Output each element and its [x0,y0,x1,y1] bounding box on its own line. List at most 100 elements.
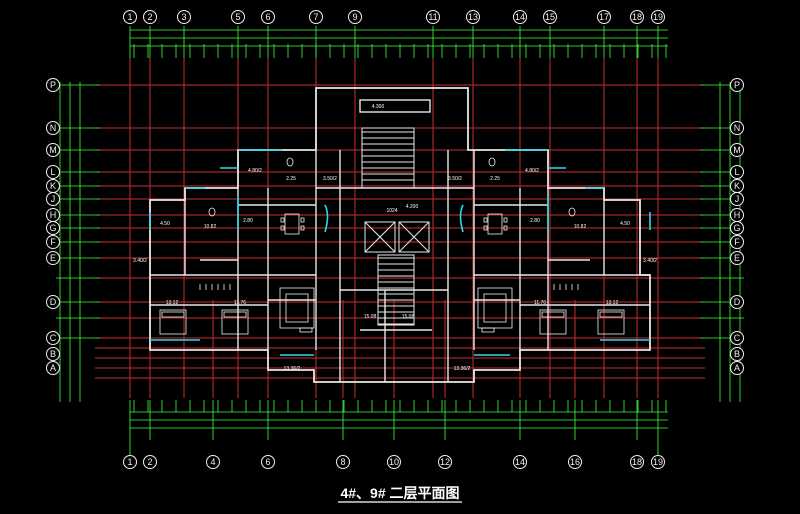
axis-bubble-right: A [730,361,744,375]
axis-bubble-circle [46,295,60,309]
room-label: 13.36/2 [284,366,301,372]
lower-stair [377,254,415,326]
axis-bubble-circle [143,455,157,469]
axis-bubble-left: E [46,251,60,265]
axis-bubble-label: 11 [428,12,437,22]
chair [503,225,508,231]
axis-bubble-left: L [46,165,60,179]
axis-bubble-circle [730,78,744,92]
axis-bubble-top: 2 [143,10,157,24]
axis-bubble-left: H [46,208,60,222]
axis-bubble-bottom: 6 [261,455,275,469]
axis-bubble-label: A [50,363,56,373]
axis-bubble-circle [46,192,60,206]
axis-bubble-circle [651,455,665,469]
axis-bubble-bottom: 16 [568,455,582,469]
axis-bubble-label: K [734,181,740,191]
windows [149,149,651,356]
axis-bubble-label: E [50,253,56,263]
axis-bubble-label: H [734,210,741,220]
axis-bubble-circle [730,165,744,179]
axis-bubble-circle [387,455,401,469]
chair [280,217,285,223]
axis-bubble-label: 8 [340,457,345,467]
bed [221,309,249,335]
axis-bubble-label: 13 [468,12,478,22]
bed [539,309,567,335]
rug [477,287,513,329]
axis-bubble-circle [730,235,744,249]
window-bay-left [324,204,329,233]
axis-bubble-bottom: 18 [630,455,644,469]
axis-bubble-label: 4 [210,457,215,467]
axis-bubble-left: D [46,295,60,309]
sofa [481,327,495,333]
axis-bubble-circle [730,347,744,361]
axis-bubble-left: J [46,192,60,206]
axis-bubble-circle [143,10,157,24]
axis-bubble-label: N [50,123,57,133]
room-label: 13.12 [606,300,619,306]
axis-bubble-top: 17 [597,10,611,24]
toilet [568,207,576,217]
axis-bubble-label: 12 [440,457,450,467]
axis-bubble-circle [177,10,191,24]
axis-bubble-bottom: 19 [651,455,665,469]
axis-bubble-circle [46,165,60,179]
axis-bubble-label: 2 [147,457,152,467]
axis-bubble-right: H [730,208,744,222]
room-label: 3.40/2 [133,258,147,264]
axis-bubble-label: P [50,80,56,90]
sofa [299,327,313,333]
axis-bubble-bottom: 12 [438,455,452,469]
axis-bubble-top: 14 [513,10,527,24]
axis-bubble-circle [261,10,275,24]
axis-bubble-label: 1 [127,457,132,467]
pillow [599,311,623,318]
axis-bubble-circle [261,455,275,469]
axis-bubble-circle [426,10,440,24]
axis-bubble-left: C [46,331,60,345]
room-label: 15.08 [364,314,377,320]
axis-bubble-label: N [734,123,741,133]
toilet [208,207,216,217]
axis-bubble-label: L [734,167,739,177]
axis-bubble-label: 7 [313,12,318,22]
axis-bubble-label: 14 [515,12,525,22]
axis-bubble-label: 15 [545,12,555,22]
chair [300,225,305,231]
axis-bubble-label: 3 [181,12,186,22]
axis-bubble-label: D [734,297,741,307]
axis-bubble-circle [730,361,744,375]
axis-bubble-bottom: 2 [143,455,157,469]
axis-bubble-circle [730,295,744,309]
axis-bubble-circle [730,143,744,157]
axis-bubble-right: M [730,143,744,157]
axis-bubble-label: 5 [235,12,240,22]
axis-bubble-left: G [46,221,60,235]
axis-bubble-circle [206,455,220,469]
axis-bubble-top: 11 [426,10,440,24]
axis-bubble-label: 19 [653,457,663,467]
axis-bubble-top: 13 [466,10,480,24]
room-label: 11.76 [234,300,246,306]
axis-bubble-top: 7 [309,10,323,24]
room-label: 11.76 [534,300,546,306]
axis-bubble-circle [543,10,557,24]
stair-well [361,127,415,189]
axis-bubble-top: 9 [348,10,362,24]
axis-bubble-right: N [730,121,744,135]
axis-bubble-circle [123,455,137,469]
room-label: 3.50/2 [323,176,337,182]
axis-bubble-label: L [50,167,55,177]
axis-bubble-bottom: 10 [387,455,401,469]
room-label: 2.80 [530,218,540,224]
window-bay-right [459,204,464,233]
room-label: 2.25 [490,176,500,182]
axis-bubble-label: G [733,223,740,233]
dining-table [487,213,503,235]
